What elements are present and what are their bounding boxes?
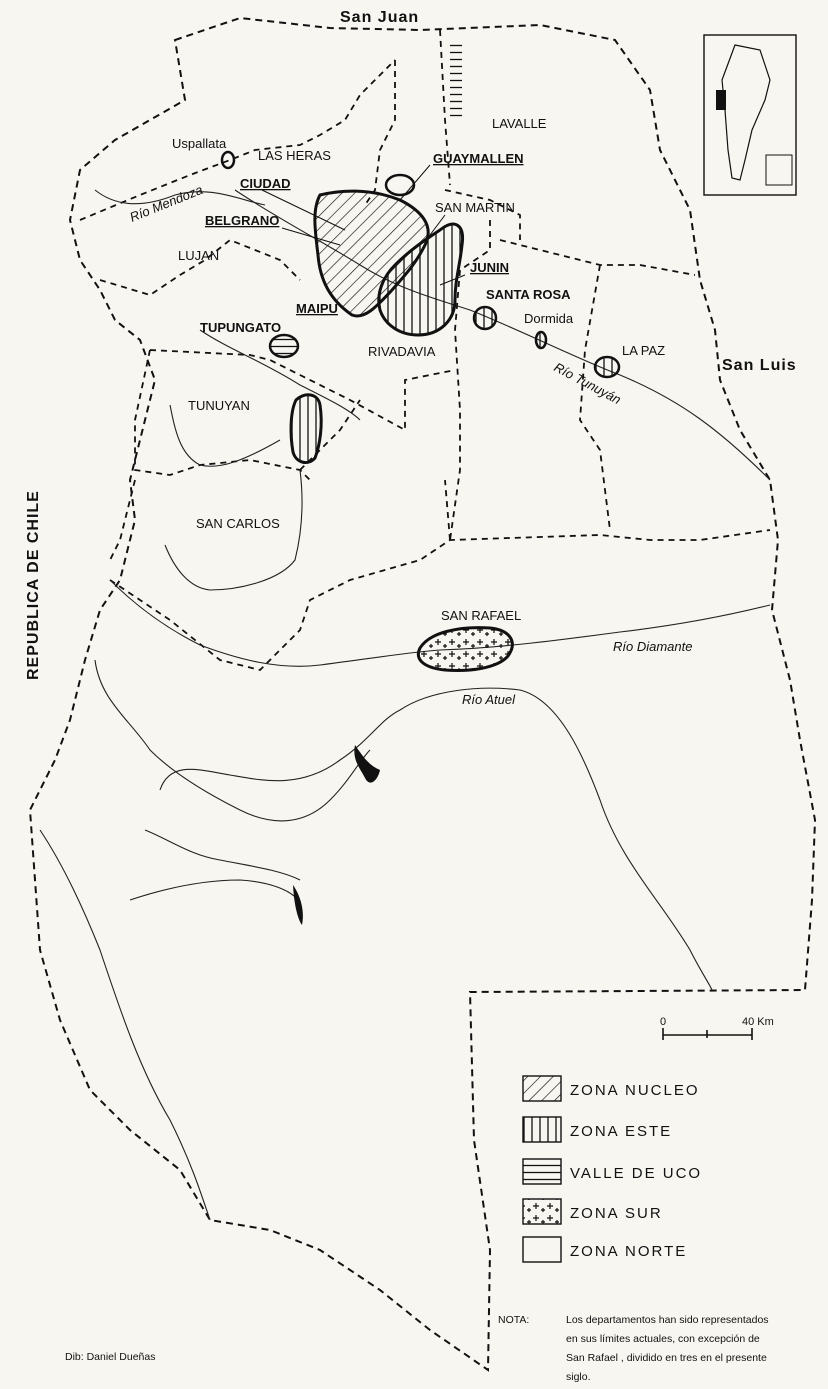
argentina-inset [703,34,797,196]
dept-san-martin: SAN MARTIN [435,200,515,215]
river-diamante-label: Río Diamante [613,639,692,654]
drawing-credit: Dib: Daniel Dueñas [65,1351,155,1363]
place-uspallata: Uspallata [172,136,227,151]
lake-2 [293,885,303,925]
dept-guaymallen: GUAYMALLEN [433,151,524,166]
dept-maipu: MAIPU [296,301,338,316]
legend-swatch-sur [522,1198,562,1225]
dept-la-paz: LA PAZ [622,343,665,358]
legend: ZONA NUCLEO ZONA ESTE VALLE DE UCO ZONA … [522,1075,702,1263]
legend-label-este: ZONA ESTE [570,1123,672,1140]
legend-label-norte: ZONA NORTE [570,1243,687,1260]
scale-end: 40 Km [742,1016,774,1028]
leader-lines [261,164,466,286]
river-atuel-label: Río Atuel [462,692,516,707]
lavalle-strip [450,40,462,120]
dept-belgrano: BELGRANO [205,213,279,228]
scale-start: 0 [660,1016,666,1028]
dept-san-carlos: SAN CARLOS [196,516,280,531]
dept-santa-rosa: SANTA ROSA [486,287,571,302]
zona-sur-area [417,626,514,672]
dept-tunuyan: TUNUYAN [188,398,250,413]
place-dormida: Dormida [524,311,574,326]
dept-las-heras: LAS HERAS [258,148,331,163]
note-line-3: San Rafael , dividido en tres en el pres… [566,1352,767,1364]
dept-tupungato: TUPUNGATO [200,320,281,335]
dept-lavalle: LAVALLE [492,116,547,131]
neighbor-san-luis: San Luis [722,357,797,374]
legend-label-uco: VALLE DE UCO [570,1165,702,1182]
zona-este-area [377,222,465,337]
note-prefix: NOTA: [498,1314,529,1326]
note-line-2: en sus límites actuales, con excepción d… [566,1333,760,1345]
legend-swatch-norte [522,1236,562,1263]
zone-shapes [220,40,621,672]
legend-swatch-nucleo [522,1075,562,1102]
guaymallen-small [384,173,416,197]
dept-lujan: LUJAN [178,248,219,263]
scale-bar: 0 40 Km [660,1016,774,1040]
la-paz-marker [593,355,621,379]
note-line-4: siglo. [566,1371,591,1383]
legend-swatch-este [522,1116,562,1143]
dormida-marker [534,330,548,350]
lake-1 [354,745,380,783]
santa-rosa-marker [472,305,498,331]
neighbor-san-juan: San Juan [340,9,419,26]
legend-label-sur: ZONA SUR [570,1205,663,1222]
dept-junin: JUNIN [470,260,509,275]
province-border [28,16,817,1372]
legend-label-nucleo: ZONA NUCLEO [570,1082,700,1099]
department-boundaries [79,29,771,671]
neighbor-chile: REPUBLICA DE CHILE [25,490,42,680]
note-line-1: Los departamentos han sido representados [566,1314,769,1326]
valle-de-uco-tunuyan [289,393,323,465]
dept-ciudad: CIUDAD [240,176,291,191]
legend-swatch-uco [522,1158,562,1185]
tupungato-area [268,333,300,359]
uspallata-marker [220,150,236,170]
dept-san-rafael: SAN RAFAEL [441,608,521,623]
rivers [39,189,771,1221]
dept-rivadavia: RIVADAVIA [368,344,436,359]
